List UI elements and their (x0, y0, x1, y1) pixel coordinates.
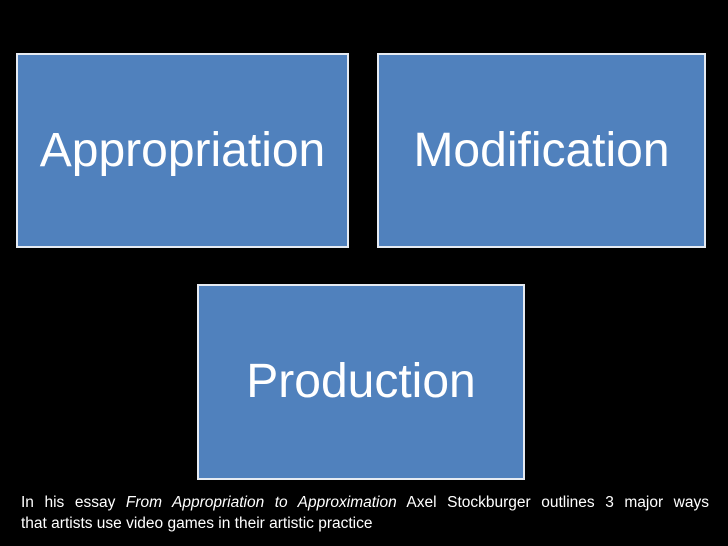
shape-appropriation: Appropriation (16, 53, 349, 248)
caption-essay-title: From Appropriation to Approximation (125, 494, 397, 511)
shape-modification-label: Modification (413, 123, 670, 177)
caption: In his essay From Appropriation to Appro… (21, 492, 709, 534)
caption-line-1: In his essay From Appropriation to Appro… (21, 492, 709, 513)
shape-production: Production (197, 284, 525, 480)
caption-line-2: that artists use video games in their ar… (21, 515, 373, 532)
shape-modification: Modification (377, 53, 706, 248)
caption-text-suffix: Axel Stockburger outlines 3 major ways (396, 494, 709, 511)
shape-production-label: Production (246, 355, 476, 408)
shape-appropriation-label: Appropriation (39, 123, 326, 177)
caption-text-prefix: In his essay (21, 494, 126, 511)
